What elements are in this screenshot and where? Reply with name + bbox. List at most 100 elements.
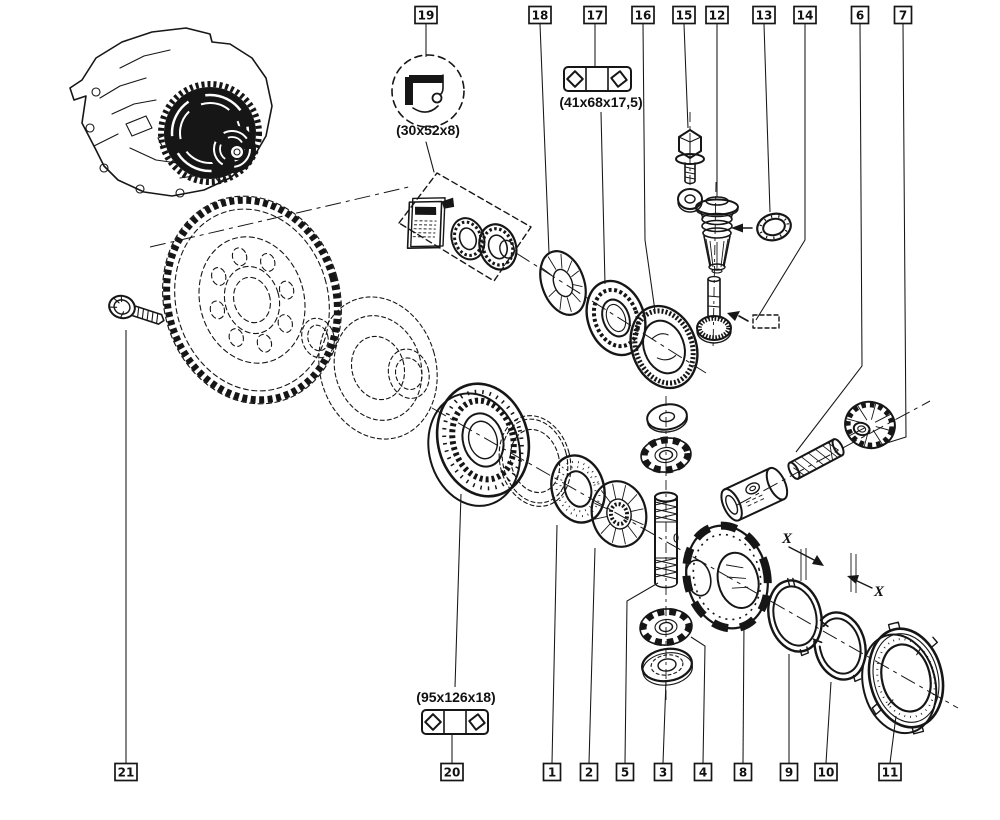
callout-box-1[interactable] [542,762,562,782]
speedo-pinion-14 [696,275,732,344]
shim-kit-dimension-label: (95x126x18) [416,689,495,705]
callout-box-4[interactable] [693,762,713,782]
callout-box-9[interactable] [779,762,799,782]
callout-number-10: 10 [818,766,835,780]
callout-number-15: 15 [676,9,693,23]
leader-line-16 [642,23,656,312]
callout-21: 21 [114,330,138,782]
callout-box-16[interactable] [631,5,655,25]
callout-box-17[interactable] [583,5,607,25]
callout-number-13: 13 [756,9,773,23]
callout-box-8[interactable] [733,762,753,782]
adjusting-ring-9 [767,577,823,657]
leader-line-13 [763,23,771,213]
callout-box-6[interactable] [850,5,870,25]
leader-line-7 [876,23,907,447]
leader-line-11 [889,715,897,764]
upper-planet-gear [640,436,692,474]
callout-number-9: 9 [785,766,793,780]
leader-line-1 [551,524,558,764]
leader-line-3 [662,679,667,764]
diamond-icon [610,70,628,88]
callout-number-21: 21 [118,766,135,780]
crown-wheel-bolt-holes [209,247,295,353]
sun-gear-2 [590,480,648,548]
callout-1: 1 [542,524,562,782]
callout-box-21[interactable] [114,762,138,782]
leader-line-10 [825,681,832,764]
crown-ring-11 [861,621,945,735]
bearing-kit-box-17 [563,66,632,92]
retaining-collar [677,188,703,213]
callout-9: 9 [779,654,799,782]
x-mark-left-label: X [781,531,793,547]
lower-planet-gear [639,607,693,647]
callout-14: 14 [755,5,817,321]
kit-bearing-pair [450,217,518,271]
crown-wheel-ghost [162,195,342,405]
leader-line-2 [588,547,596,764]
callout-number-12: 12 [709,9,726,23]
leader-line-14 [755,24,806,321]
callout-number-14: 14 [797,9,814,23]
callout-7: 7 [876,5,913,447]
differential-cage-8 [682,521,772,633]
snap-ring-10 [812,611,867,683]
lower-thrust-washer [641,647,693,686]
diamond-icon [424,713,442,731]
callout-number-20: 20 [444,766,461,780]
diff-housing-ghost [318,296,438,440]
o-ring-arrow [731,223,753,233]
repair-kit-box [398,172,532,282]
callout-number-7: 7 [899,9,907,23]
callout-box-3[interactable] [653,762,673,782]
leader-line-8 [742,621,745,764]
callout-box-11[interactable] [878,762,902,782]
callout-number-5: 5 [621,766,629,780]
seal-kit-link-line [425,141,435,173]
callout-number-17: 17 [587,9,604,23]
leader-line-6 [795,23,863,453]
leader-line-15 [683,23,689,129]
upper-thrust-washer [646,403,688,433]
callout-box-10[interactable] [814,762,838,782]
callout-8: 8 [733,621,753,782]
cross-pin-5 [654,491,679,589]
callout-number-6: 6 [856,9,864,23]
callout-box-13[interactable] [752,5,776,25]
callout-box-2[interactable] [579,762,599,782]
callout-box-5[interactable] [615,762,635,782]
callout-4: 4 [690,636,713,782]
callout-number-18: 18 [532,9,549,23]
callout-box-20[interactable] [440,762,464,782]
callout-box-14[interactable] [793,5,817,25]
taper-bearing-17 [585,279,647,357]
callout-2: 2 [579,547,599,782]
pinion-arrow [727,311,749,322]
callout-box-18[interactable] [528,5,552,25]
roll-pin-6 [787,438,845,480]
callout-box-12[interactable] [705,5,729,25]
x-mark-right-label: X [873,584,885,600]
callout-13: 13 [752,5,776,213]
callout-box-15[interactable] [672,5,696,25]
callout-17: 17 [583,5,607,285]
callout-box-7[interactable] [893,5,913,25]
x-measure-left: X [781,531,824,581]
callout-3: 3 [653,679,673,782]
callout-number-1: 1 [548,766,556,780]
leader-line-20 [454,493,462,688]
x-measure-right: X [847,553,885,600]
diff-spline-ghost [301,317,335,359]
bevel-gear-7 [844,400,896,450]
callout-15: 15 [672,5,696,129]
callout-box-19[interactable] [414,5,438,25]
leader-line-18 [539,23,550,254]
diamond-icon [468,713,486,731]
callout-16: 16 [631,5,656,312]
callout-number-11: 11 [882,766,899,780]
callout-number-2: 2 [585,766,593,780]
